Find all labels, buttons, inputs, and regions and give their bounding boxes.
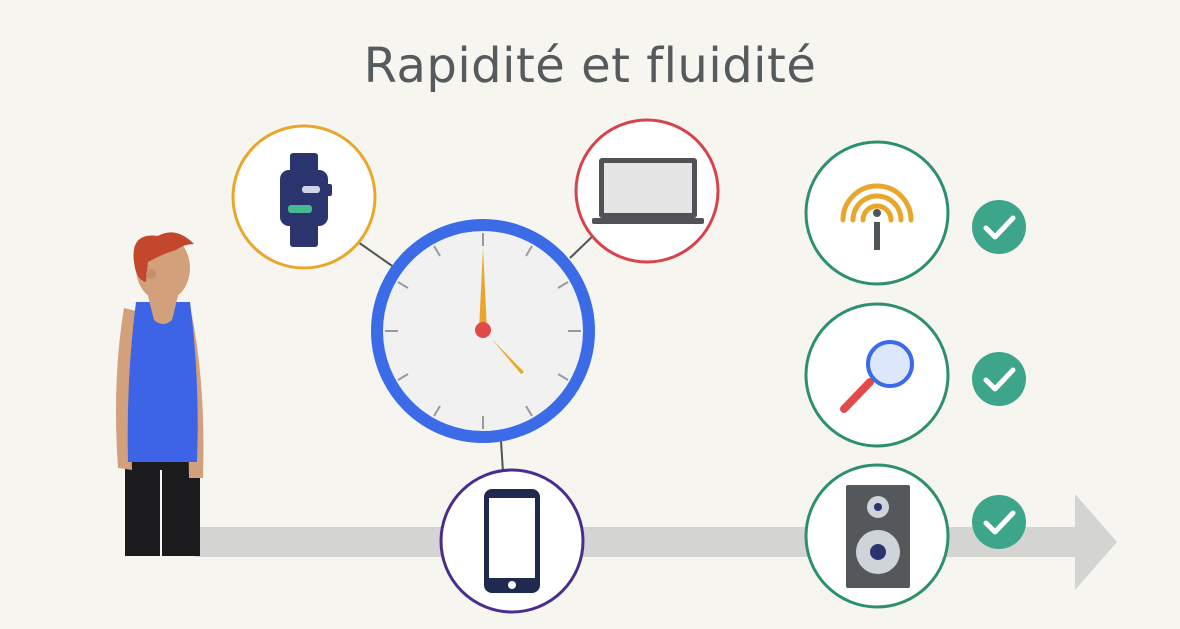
checkmark-icon	[972, 352, 1026, 406]
laptop-icon	[574, 118, 720, 264]
checkmark-icon	[972, 200, 1026, 254]
slide-title: Rapidité et fluidité	[363, 38, 817, 94]
wifi-info-icon	[804, 140, 950, 286]
smartwatch-icon	[231, 124, 377, 270]
person-illustration	[116, 232, 204, 556]
clock-icon	[371, 219, 595, 443]
speaker-icon	[804, 463, 950, 609]
checkmark-icon	[972, 495, 1026, 549]
magnifier-icon	[804, 302, 950, 448]
smartphone-icon	[439, 468, 585, 614]
